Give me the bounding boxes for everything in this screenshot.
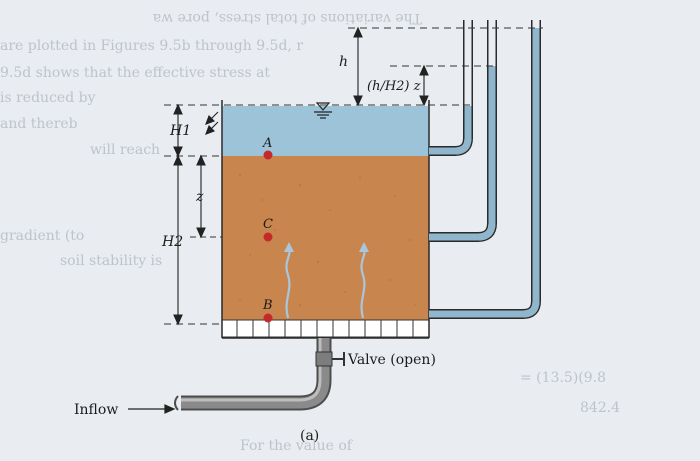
h-over-h2-z-label: (h/H2) z: [367, 79, 421, 94]
water-layer: [222, 106, 429, 156]
h-label: h: [339, 54, 348, 70]
valve: [315, 351, 345, 367]
bg-line: The variations of total stress, pore wa: [153, 10, 422, 26]
z-label: z: [195, 189, 204, 205]
bg-line: 842.4: [580, 400, 620, 416]
point-c-label: C: [263, 217, 273, 232]
bg-line: soil stability is: [60, 253, 162, 269]
background-text: The variations of total stress, pore wa …: [0, 10, 620, 454]
seepage-arrowheads: [284, 242, 369, 252]
soil-texture: [238, 173, 417, 307]
point-b-label: B: [262, 298, 273, 313]
soil-layer: [222, 156, 429, 320]
bg-line: gradient (to: [0, 228, 84, 244]
h2-label: H2: [161, 234, 183, 250]
bg-line: For the value of: [240, 438, 354, 454]
bg-line: and thereb: [0, 116, 78, 132]
inflow-arrow: [128, 404, 176, 414]
inflow-pipe: [174, 338, 332, 411]
dimension-arrows: [173, 26, 429, 326]
point-b-marker: [263, 313, 273, 323]
bg-line: are plotted in Figures 9.5b through 9.5d…: [0, 38, 303, 54]
seepage-arrows: [285, 247, 366, 319]
water-surface-symbol: [314, 102, 332, 119]
bg-line: 9.5d shows that the effective stress at: [0, 65, 270, 81]
figure-caption: (a): [300, 428, 319, 444]
bg-line: = (13.5)(9.8: [520, 370, 606, 386]
valve-label: Valve (open): [347, 352, 436, 368]
measurement-points: [263, 150, 273, 323]
h1-label: H1: [169, 123, 191, 139]
reference-lines: [164, 27, 543, 325]
point-a-marker: [263, 150, 273, 160]
bg-line: will reach: [90, 142, 160, 158]
water-depth-indicator: [205, 111, 219, 135]
piezometer-tubes: [429, 20, 541, 319]
point-a-label: A: [262, 136, 272, 151]
inflow-label: Inflow: [74, 402, 118, 418]
bg-line: is reduced by: [0, 90, 96, 106]
porous-base: [221, 319, 430, 338]
point-c-marker: [263, 232, 273, 242]
h-over-h2-z-text: (h/H2) z: [367, 79, 421, 94]
